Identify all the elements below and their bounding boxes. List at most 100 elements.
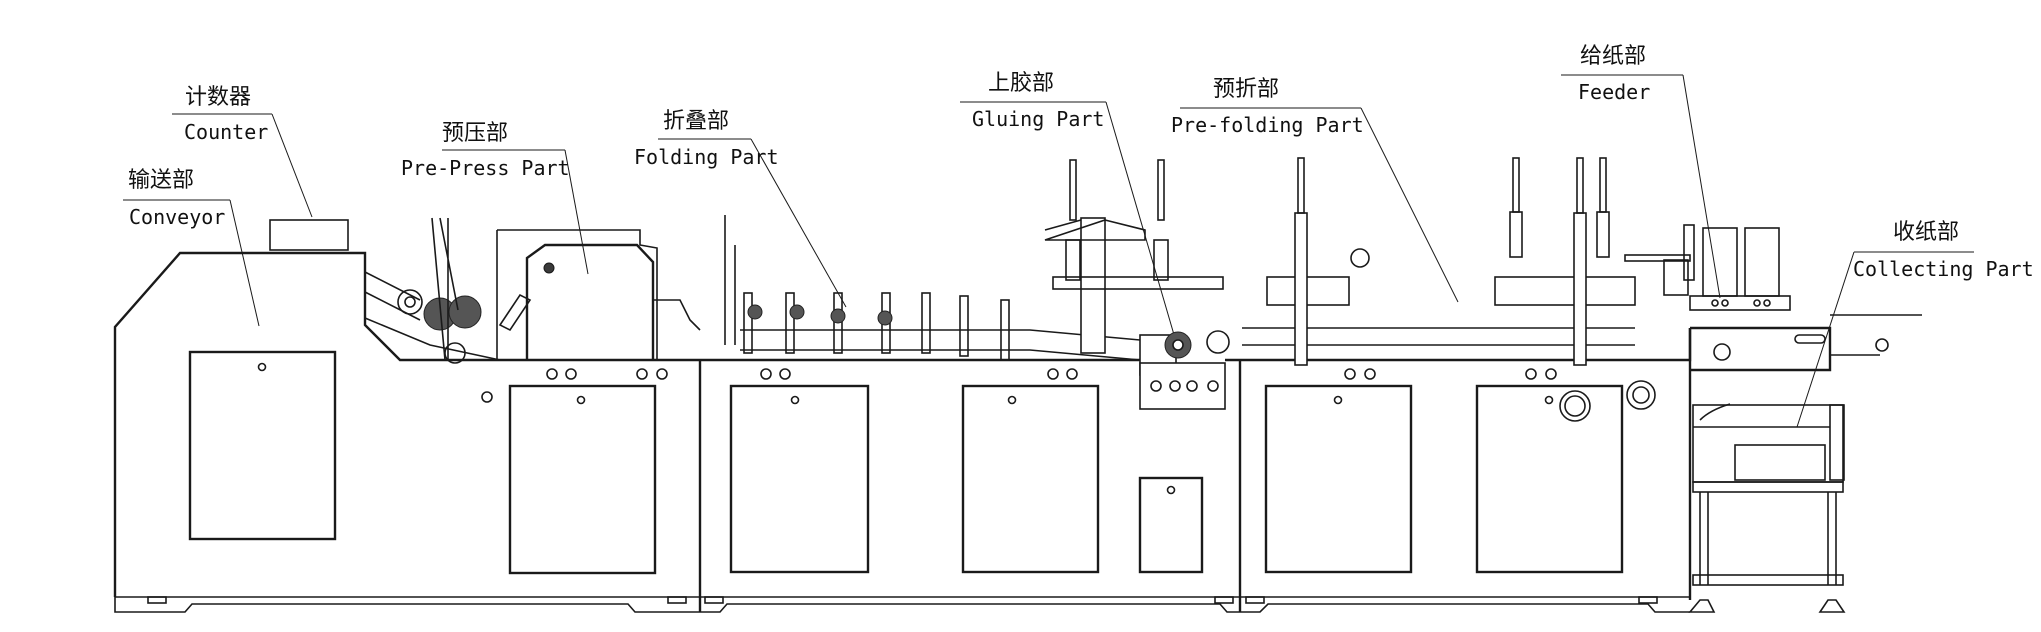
folding-wheel: [747, 304, 763, 320]
conveyor-frame: [113, 251, 700, 597]
glue-wheel[interactable]: [1206, 330, 1230, 354]
folding-wheel: [830, 308, 846, 324]
base-bracket: [667, 596, 687, 604]
main-switch[interactable]: [1559, 390, 1591, 422]
knob[interactable]: [760, 368, 772, 380]
leader-line-conveyor: [229, 199, 260, 327]
feeder-hopper-1: [1702, 227, 1738, 297]
conveyor-section: [113, 217, 700, 597]
collecting-table: [1692, 481, 1844, 493]
counter-box: [269, 219, 349, 251]
label-pre-folding-cn: 预折部: [1213, 77, 1279, 102]
gluing-plate: [1052, 276, 1224, 290]
label-folding-en: Folding Part: [634, 145, 779, 169]
collecting-knob[interactable]: [1713, 343, 1731, 361]
control-knob[interactable]: [1150, 380, 1162, 392]
base-bracket: [1638, 596, 1658, 604]
gluing-center-column: [1080, 217, 1106, 354]
pre-folding-guard-2: [1494, 276, 1636, 306]
collecting-clamp[interactable]: [1875, 338, 1889, 352]
knob[interactable]: [1344, 368, 1356, 380]
pre-press-cover: [525, 243, 655, 360]
pre-press-door-panel[interactable]: [508, 384, 657, 575]
folding-station[interactable]: [921, 292, 931, 354]
pre-folding-column-1: [1294, 212, 1308, 366]
door-lock: [1333, 395, 1343, 405]
knob[interactable]: [1364, 368, 1376, 380]
pre-folding-door-panel-1[interactable]: [1264, 384, 1413, 574]
label-pre-press: 预压部 Pre-Press Part: [401, 121, 589, 275]
gluing-cylinder-left: [1065, 239, 1081, 281]
folding-section: [698, 215, 1141, 612]
knob[interactable]: [636, 368, 648, 380]
control-knob[interactable]: [1169, 380, 1181, 392]
collecting-box: [1734, 444, 1826, 481]
pre-folding-guard-1: [1266, 276, 1350, 306]
gluing-cylinder-right: [1153, 239, 1169, 281]
collecting-feet: [1688, 599, 1846, 613]
pre-folding-rod-2[interactable]: [1576, 157, 1584, 214]
knob[interactable]: [1525, 368, 1537, 380]
door-lock: [1007, 395, 1017, 405]
base-bracket: [147, 596, 167, 604]
base-bracket: [704, 596, 724, 604]
gluing-cylinder-rod-right[interactable]: [1157, 159, 1165, 221]
folding-station[interactable]: [1000, 299, 1010, 361]
folding-door-panel-2[interactable]: [961, 384, 1100, 574]
pre-folding-rod-1[interactable]: [1297, 157, 1305, 214]
knob[interactable]: [779, 368, 791, 380]
folding-station[interactable]: [959, 295, 969, 357]
pre-press-top-frame: [497, 229, 658, 360]
folding-station[interactable]: [743, 292, 753, 354]
label-gluing-cn: 上胶部: [988, 71, 1054, 96]
feeder-bracket: [1663, 259, 1689, 296]
pre-press-outfeed: [653, 299, 701, 331]
feeder-section: [1624, 224, 1791, 311]
knob[interactable]: [1047, 368, 1059, 380]
label-pre-folding: 预折部 Pre-folding Part: [1171, 77, 1459, 303]
leader-line-pre-folding: [1360, 107, 1459, 303]
feeder-screw: [1763, 299, 1771, 307]
pre-folding-spring-1: [1509, 211, 1523, 258]
pre-folding-rod-3[interactable]: [1512, 157, 1520, 213]
gluing-access-door[interactable]: [1138, 476, 1204, 574]
pre-folding-rod-4[interactable]: [1599, 157, 1607, 213]
lever-arms: [431, 217, 459, 361]
knob[interactable]: [656, 368, 668, 380]
knob[interactable]: [565, 368, 577, 380]
label-collecting-cn: 收纸部: [1893, 220, 1959, 245]
conveyor-door-panel[interactable]: [188, 350, 337, 541]
control-knob[interactable]: [1207, 380, 1219, 392]
pre-press-section: [481, 229, 701, 575]
gluing-cylinder-rod-left[interactable]: [1069, 159, 1077, 221]
feeder-screw: [1711, 299, 1719, 307]
control-knob[interactable]: [1186, 380, 1198, 392]
door-lock: [257, 362, 267, 372]
feeder-post: [1683, 224, 1695, 281]
pre-folding-handwheel[interactable]: [1350, 248, 1370, 268]
main-switch-inner: [1564, 395, 1586, 417]
feeder-screw: [1753, 299, 1761, 307]
knob[interactable]: [1066, 368, 1078, 380]
collecting-slot: [1794, 334, 1826, 344]
label-collecting-en: Collecting Part: [1853, 257, 2034, 281]
door-lock: [790, 395, 800, 405]
leader-line-pre-press: [564, 149, 589, 275]
base-bracket: [1214, 596, 1234, 604]
knob[interactable]: [1545, 368, 1557, 380]
knob[interactable]: [481, 391, 493, 403]
leader-line-gluing: [1105, 101, 1178, 346]
folding-door-panel-1[interactable]: [729, 384, 870, 574]
pre-press-knob[interactable]: [543, 262, 555, 274]
folding-station[interactable]: [785, 292, 795, 354]
feeder-arm: [1624, 254, 1691, 262]
folding-station[interactable]: [833, 292, 843, 354]
pre-folding-column-2: [1573, 212, 1587, 366]
label-conveyor-en: Conveyor: [129, 205, 225, 229]
conveyor-roller-hub: [404, 296, 416, 308]
emergency-stop[interactable]: [1626, 380, 1656, 410]
knob[interactable]: [546, 368, 558, 380]
pre-folding-door-panel-2[interactable]: [1475, 384, 1624, 574]
pre-folding-spring-2: [1596, 211, 1610, 258]
